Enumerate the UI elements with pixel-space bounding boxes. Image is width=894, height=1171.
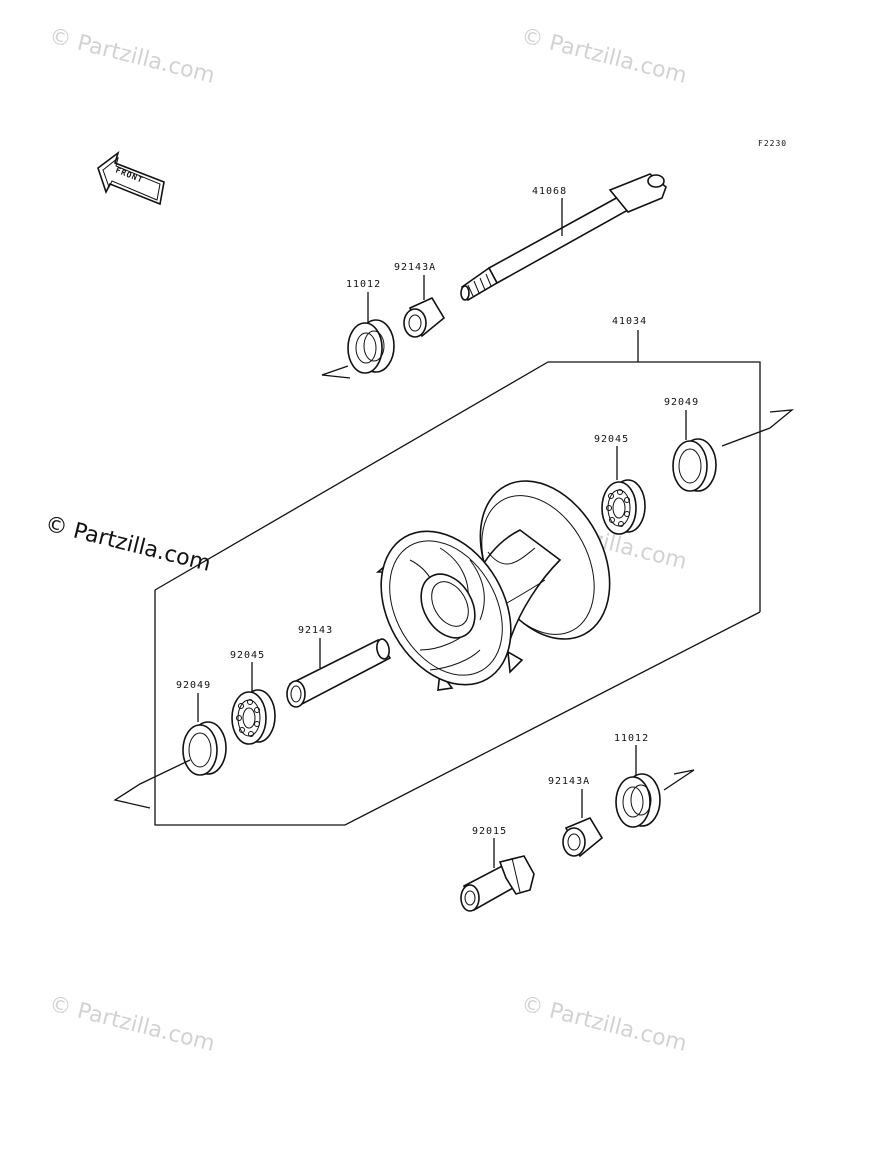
svg-text:© Partzilla.com: © Partzilla.com <box>47 24 218 89</box>
spacer-top-part <box>403 296 446 338</box>
label-spacer-top: 92143A <box>394 262 436 273</box>
axle-nut-part <box>460 855 535 912</box>
hub-part <box>375 480 611 691</box>
label-seal-left: 92049 <box>176 680 211 691</box>
seal-bottom-part <box>615 773 661 828</box>
watermark-top-right: © Partzilla.com <box>519 24 690 89</box>
watermark-main: © Partzilla.com <box>43 512 214 577</box>
watermark-bottom-left: © Partzilla.com <box>47 992 218 1057</box>
label-hub: 41034 <box>612 316 647 327</box>
label-bearing-right: 92045 <box>594 434 629 445</box>
seal-right-part <box>672 438 717 492</box>
label-axle-nut: 92015 <box>472 826 507 837</box>
label-bearing-left: 92045 <box>230 650 265 661</box>
label-seal-bottom: 11012 <box>614 733 649 744</box>
label-tube-spacer: 92143 <box>298 625 333 636</box>
svg-text:© Partzilla.com: © Partzilla.com <box>47 992 218 1057</box>
label-axle: 41068 <box>532 186 567 197</box>
seal-left-part <box>182 721 227 776</box>
hub-bracket <box>154 330 761 826</box>
svg-text:© Partzilla.com: © Partzilla.com <box>519 992 690 1057</box>
svg-text:© Partzilla.com: © Partzilla.com <box>519 24 690 89</box>
watermark-top-left: © Partzilla.com <box>47 24 218 89</box>
front-arrow-icon: FRONT <box>97 150 165 206</box>
label-seal-top: 11012 <box>346 279 381 290</box>
bearing-right-part <box>601 479 646 535</box>
label-spacer-bottom: 92143A <box>548 776 590 787</box>
watermark-bottom-right: © Partzilla.com <box>519 992 690 1057</box>
bearing-left-part <box>231 689 276 745</box>
axle-part <box>460 173 667 302</box>
svg-text:© Partzilla.com: © Partzilla.com <box>43 512 214 577</box>
diagram-code: F2230 <box>758 139 787 148</box>
label-seal-right: 92049 <box>664 397 699 408</box>
spacer-bottom-part <box>562 816 604 858</box>
seal-top-part <box>347 319 395 374</box>
tube-spacer-part <box>286 638 392 708</box>
